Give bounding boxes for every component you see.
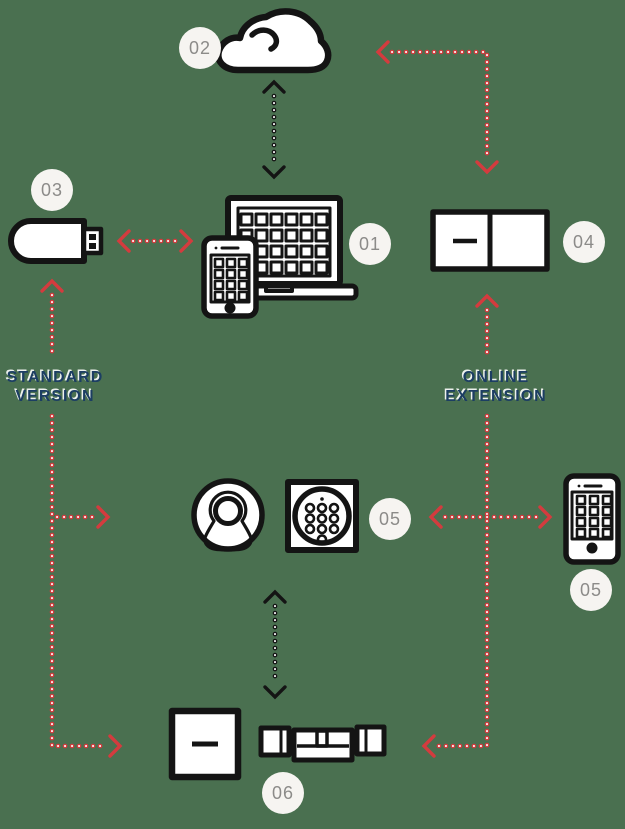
online-extension-line2: EXTENSION bbox=[445, 388, 547, 405]
smartphone-icon bbox=[563, 473, 621, 565]
io-module-icon bbox=[430, 209, 550, 272]
door-knob-icon bbox=[191, 478, 265, 552]
badge-cloud: 02 bbox=[179, 27, 221, 69]
arrow-standard-version-line bbox=[40, 278, 123, 758]
arrow-keypad-cylinder bbox=[263, 589, 287, 700]
badge-usb: 03 bbox=[31, 169, 73, 211]
badge-cylinder: 06 bbox=[262, 772, 304, 814]
arrow-keypad-smartphone bbox=[428, 505, 553, 529]
usb-stick-icon bbox=[8, 218, 104, 264]
arrow-cloud-laptop bbox=[262, 79, 286, 180]
standard-version-label: STANDARD VERSION bbox=[0, 368, 120, 406]
badge-smartphone: 05 bbox=[570, 569, 612, 611]
lock-cylinder-icon bbox=[258, 724, 387, 763]
badge-module: 04 bbox=[563, 221, 605, 263]
laptop-phone-icon bbox=[201, 195, 359, 319]
badge-computer: 01 bbox=[349, 223, 391, 265]
arrow-online-extension-line bbox=[421, 293, 499, 758]
standard-version-line1: STANDARD bbox=[6, 369, 104, 386]
keypad-icon bbox=[285, 479, 359, 553]
arrow-cloud-module bbox=[375, 40, 499, 175]
arrow-usb-laptop bbox=[116, 229, 194, 253]
arrow-branch-knob bbox=[54, 505, 111, 529]
cloud-icon bbox=[215, 8, 332, 74]
online-extension-line1: ONLINE bbox=[462, 369, 530, 386]
badge-keypad: 05 bbox=[369, 498, 411, 540]
online-extension-label: ONLINE EXTENSION bbox=[431, 368, 561, 406]
standard-version-line2: VERSION bbox=[15, 388, 95, 405]
controller-box-icon bbox=[168, 707, 242, 781]
